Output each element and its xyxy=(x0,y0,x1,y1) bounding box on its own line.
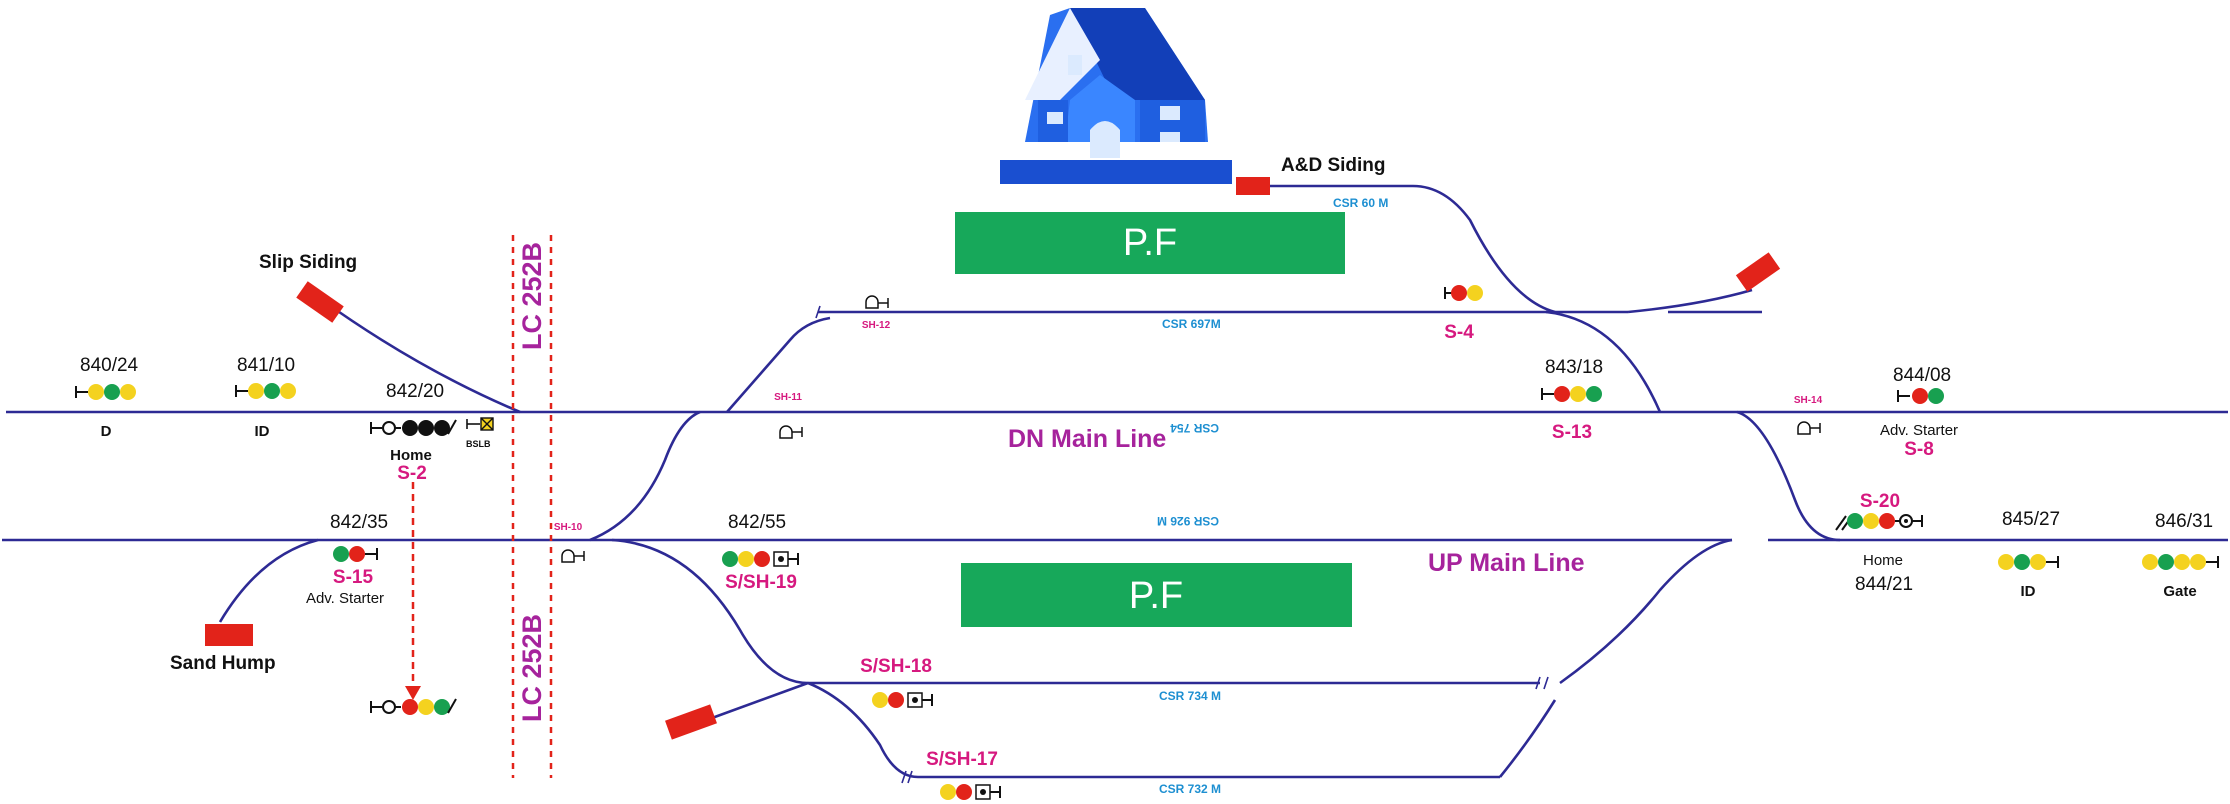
station-building-icon xyxy=(1000,8,1232,184)
km-post-844-08: 844/08 xyxy=(1893,365,1951,386)
crossover-s13-track xyxy=(1545,310,1662,413)
signal-name-sh11: SH-11 xyxy=(774,392,802,403)
signal-role-adv-starter-right: Adv. Starter xyxy=(1880,422,1958,439)
shunt-signal-sh12-icon xyxy=(865,295,889,309)
shunt-signal-sh10-icon xyxy=(561,549,585,563)
km-post-843: 843/18 xyxy=(1545,357,1603,378)
platform-top: P.F xyxy=(955,212,1345,274)
slip-siding-label: Slip Siding xyxy=(259,252,357,273)
signal-s15 xyxy=(333,546,378,562)
signal-name-sh10: SH-10 xyxy=(554,522,583,533)
signal-name-s18: S/SH-18 xyxy=(860,656,932,677)
csr-up-label: CSR 926 M xyxy=(1157,514,1219,528)
signal-gate-846 xyxy=(2142,554,2219,570)
level-crossing: LC 252B LC 252B xyxy=(511,235,553,778)
signal-id-841 xyxy=(235,383,296,399)
signal-name-sh12: SH-12 xyxy=(862,320,891,331)
csr-loop-top-label: CSR 697M xyxy=(1162,317,1221,331)
signal-name-s13: S-13 xyxy=(1552,422,1592,443)
signal-name-s19: S/SH-19 xyxy=(725,572,797,593)
signal-s-sh18 xyxy=(872,692,933,708)
loop-732-exit xyxy=(1498,699,1557,778)
signal-s4 xyxy=(1444,285,1483,301)
shunt-signal-sh11-icon xyxy=(779,425,803,439)
km-post-842-20: 842/20 xyxy=(386,381,444,402)
platform-bottom-label: P.F xyxy=(1129,575,1183,617)
signal-home-s2 xyxy=(370,419,457,436)
lc-label-top: LC 252B xyxy=(517,242,547,350)
signal-name-s20: S-20 xyxy=(1860,491,1900,512)
csr-loop-734-label: CSR 734 M xyxy=(1159,689,1221,703)
sand-hump-track xyxy=(218,538,319,623)
signal-role-home-right: Home xyxy=(1863,552,1903,569)
signal-s-sh17 xyxy=(940,784,1001,800)
ad-siding-buffer xyxy=(1236,177,1270,195)
lc-label-bottom: LC 252B xyxy=(517,614,547,722)
km-post-842-55: 842/55 xyxy=(728,512,786,533)
km-post-840: 840/24 xyxy=(80,355,139,376)
dead-end-buffer xyxy=(665,704,717,740)
signal-role-id-left: ID xyxy=(255,423,270,440)
bslb-label: BSLB xyxy=(466,439,491,449)
signal-id-845 xyxy=(1998,554,2059,570)
signal-name-s17: S/SH-17 xyxy=(926,749,998,770)
signal-role-gate: Gate xyxy=(2163,583,2196,600)
km-post-842-35: 842/35 xyxy=(330,512,388,533)
km-post-846: 846/31 xyxy=(2155,511,2213,532)
signal-s-sh19 xyxy=(722,551,799,567)
crossover-sh11-track xyxy=(726,316,831,413)
signal-s13 xyxy=(1541,386,1602,402)
slip-siding-buffer xyxy=(296,281,344,323)
shunt-signal-sh14-icon xyxy=(1797,421,1821,435)
platform-top-label: P.F xyxy=(1123,222,1177,264)
km-post-845: 845/27 xyxy=(2002,509,2060,530)
ad-siding-label: A&D Siding xyxy=(1281,155,1386,176)
csr-dn-label: CSR 754 xyxy=(1170,421,1219,435)
loop-732-entry xyxy=(807,681,919,779)
km-post-841: 841/10 xyxy=(237,355,295,376)
dead-end-track xyxy=(711,681,809,720)
signal-name-sh14: SH-14 xyxy=(1794,395,1823,406)
up-main-line-label: UP Main Line xyxy=(1428,549,1585,577)
signal-name-s2: S-2 xyxy=(397,463,427,484)
sand-hump-buffer xyxy=(205,624,253,646)
dn-main-line-label: DN Main Line xyxy=(1008,425,1166,453)
signal-name-s4: S-4 xyxy=(1444,322,1474,343)
csr-loop-732-label: CSR 732 M xyxy=(1159,782,1221,796)
sand-hump-label: Sand Hump xyxy=(170,653,276,674)
loop-734-entry xyxy=(611,538,809,685)
signal-distant-840 xyxy=(75,384,136,400)
signal-role-id-right: ID xyxy=(2021,583,2036,600)
ad-siding-track xyxy=(1412,184,1556,314)
loop-734-exit xyxy=(1559,538,1733,685)
signal-name-s15: S-15 xyxy=(333,567,374,588)
bslb-board: BSLB xyxy=(466,417,494,449)
right-siding-track xyxy=(1627,288,1753,314)
buffer-stops xyxy=(205,177,1781,740)
signal-s2-repeater xyxy=(370,482,457,715)
signal-name-s8: S-8 xyxy=(1904,439,1934,460)
signal-role-adv-starter-left: Adv. Starter xyxy=(306,590,384,607)
platform-bottom: P.F xyxy=(961,563,1352,627)
csr-ad-label: CSR 60 M xyxy=(1333,196,1388,210)
signal-s20 xyxy=(1835,513,1923,531)
slip-siding-track xyxy=(321,298,521,414)
crossover-sh10-track xyxy=(589,410,701,542)
right-siding-buffer xyxy=(1735,252,1781,292)
km-post-844-21: 844/21 xyxy=(1855,574,1913,595)
crossover-s20-track xyxy=(1736,410,1841,542)
tracks xyxy=(2,184,2228,784)
signal-role-home-left: Home xyxy=(390,447,432,464)
signal-s8 xyxy=(1897,388,1944,404)
signal-role-d: D xyxy=(101,423,112,440)
